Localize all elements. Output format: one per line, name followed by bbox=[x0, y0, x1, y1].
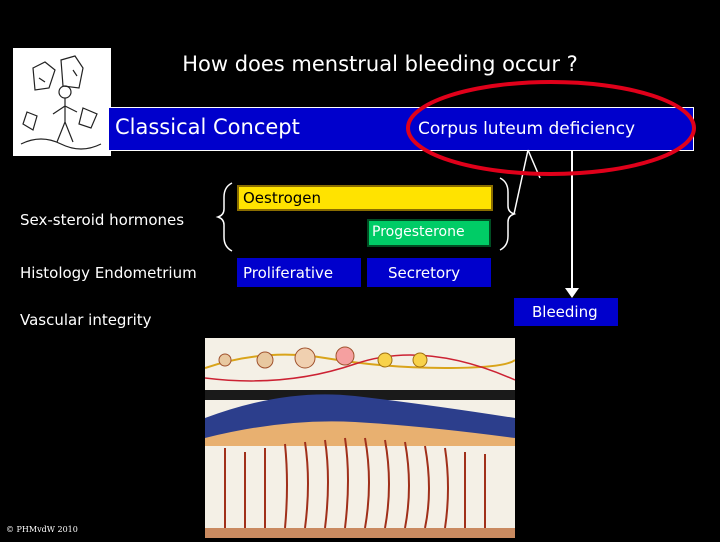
concept-bar bbox=[108, 107, 694, 151]
left-brace-icon bbox=[215, 182, 233, 252]
sex-steroid-hormones-label: Sex-steroid hormones bbox=[20, 211, 185, 229]
proliferative-box bbox=[237, 258, 361, 287]
bracket-connector-line bbox=[513, 149, 529, 215]
bleeding-label: Bleeding bbox=[532, 303, 598, 321]
vascular-integrity-label: Vascular integrity bbox=[20, 311, 152, 329]
menstrual-cycle-diagram bbox=[204, 338, 516, 538]
progesterone-box bbox=[367, 219, 491, 247]
corpus-luteum-deficiency-label: Corpus luteum deficiency bbox=[418, 119, 636, 139]
progesterone-label: Progesterone bbox=[372, 224, 465, 240]
right-brace-icon bbox=[499, 177, 517, 251]
slide-title: How does menstrual bleeding occur ? bbox=[182, 52, 578, 76]
secretory-label: Secretory bbox=[388, 264, 461, 282]
oestrogen-box bbox=[237, 185, 493, 211]
histology-endometrium-label: Histology Endometrium bbox=[20, 264, 197, 282]
proliferative-label: Proliferative bbox=[243, 264, 334, 282]
highlight-ring bbox=[406, 80, 696, 176]
secretory-box bbox=[367, 258, 491, 287]
cartoon-figures-icon bbox=[13, 48, 111, 156]
oestrogen-label: Oestrogen bbox=[243, 189, 322, 207]
bleeding-box bbox=[514, 298, 618, 326]
classical-concept-label: Classical Concept bbox=[115, 115, 300, 139]
copyright-text: © PHMvdW 2010 bbox=[6, 525, 78, 534]
down-arrow-head-icon bbox=[565, 288, 579, 298]
